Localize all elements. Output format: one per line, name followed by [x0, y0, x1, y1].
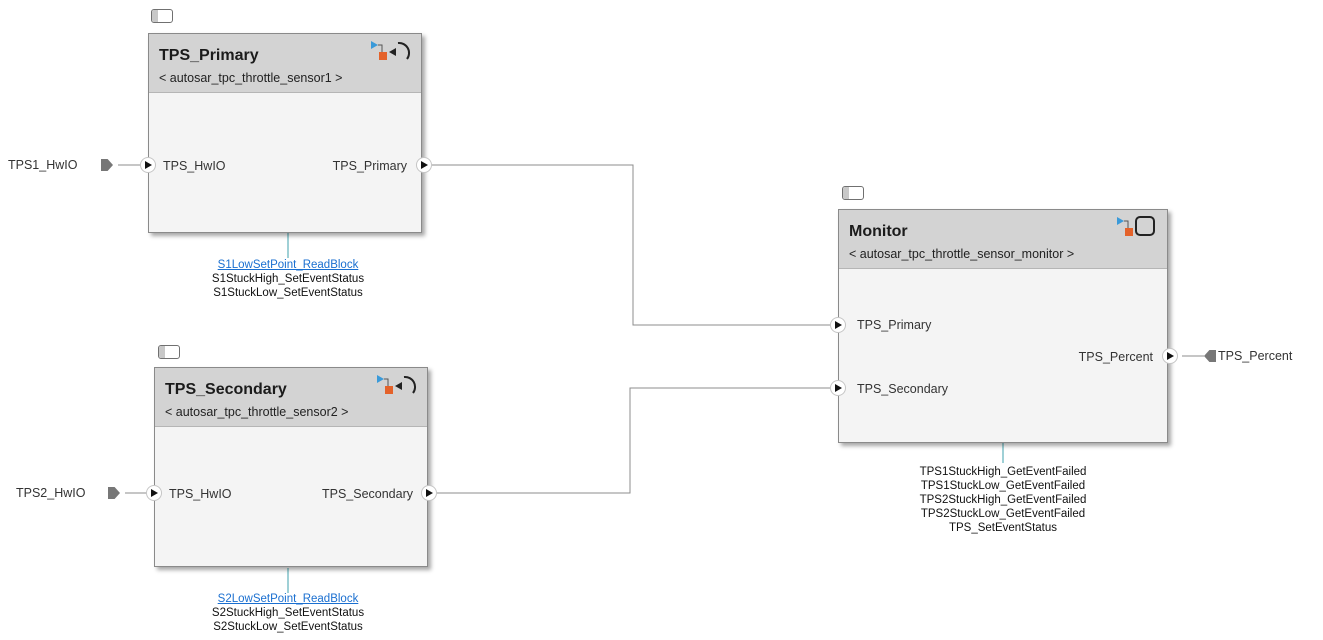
outport-tps-secondary[interactable] — [421, 485, 437, 501]
inport-label: TPS_HwIO — [169, 487, 232, 501]
operation-item: S2StuckHigh_SetEventStatus — [211, 607, 365, 619]
block-header: TPS_Secondary < autosar_tpc_throttle_sen… — [155, 368, 427, 427]
block-reference: < autosar_tpc_throttle_sensor1 > — [159, 71, 343, 85]
outport-label: TPS_Secondary — [321, 487, 413, 501]
component-icons — [377, 375, 416, 394]
operation-item: TPS2StuckLow_GetEventFailed — [920, 508, 1086, 520]
operation-link[interactable]: S2LowSetPoint_ReadBlock — [217, 593, 359, 605]
inport-label: TPS_Primary — [857, 318, 932, 332]
inport-tps-primary[interactable] — [830, 317, 846, 333]
inport-tps-hwio-2[interactable] — [146, 485, 162, 501]
periodic-rate-icon — [395, 375, 416, 394]
component-icons — [1117, 216, 1155, 236]
component-icons — [371, 41, 410, 60]
external-input-label: TPS1_HwIO — [8, 158, 78, 172]
operation-item: TPS_SetEventStatus — [948, 522, 1058, 534]
block-reference: < autosar_tpc_throttle_sensor_monitor > — [849, 247, 1075, 261]
operation-item: TPS1StuckLow_GetEventFailed — [920, 480, 1086, 492]
operation-item: S1StuckHigh_SetEventStatus — [211, 273, 365, 285]
outport-label: TPS_Percent — [1078, 350, 1153, 364]
operations-list-primary: S1LowSetPoint_ReadBlock S1StuckHigh_SetE… — [178, 258, 398, 300]
output-plug-icon[interactable] — [1204, 350, 1216, 362]
operation-item: TPS1StuckHigh_GetEventFailed — [919, 466, 1087, 478]
input-plug-icon[interactable] — [108, 487, 120, 499]
external-input-label: TPS2_HwIO — [16, 486, 86, 500]
block-header: Monitor < autosar_tpc_throttle_sensor_mo… — [839, 210, 1167, 269]
wire-tps-primary — [432, 164, 830, 326]
block-monitor[interactable]: Monitor < autosar_tpc_throttle_sensor_mo… — [838, 209, 1168, 443]
external-output-label: TPS_Percent — [1218, 349, 1293, 363]
outport-tps-percent[interactable] — [1162, 348, 1178, 364]
block-title: TPS_Secondary — [165, 381, 287, 398]
block-header: TPS_Primary < autosar_tpc_throttle_senso… — [149, 34, 421, 93]
operation-item: S2StuckLow_SetEventStatus — [213, 621, 363, 633]
inport-label: TPS_Secondary — [857, 382, 949, 396]
variant-badge-icon[interactable] — [151, 9, 173, 23]
wire-tps-secondary — [437, 387, 830, 494]
variant-badge-icon[interactable] — [842, 186, 864, 200]
schedule-icon — [377, 375, 393, 394]
block-title: Monitor — [849, 223, 908, 240]
variant-badge-icon[interactable] — [158, 345, 180, 359]
block-title: TPS_Primary — [159, 47, 259, 64]
operation-item: S1StuckLow_SetEventStatus — [213, 287, 363, 299]
outport-label: TPS_Primary — [332, 159, 407, 173]
inport-tps-hwio-1[interactable] — [140, 157, 156, 173]
schedule-icon — [1117, 217, 1133, 236]
periodic-rate-icon — [389, 41, 410, 60]
operations-list-secondary: S2LowSetPoint_ReadBlock S2StuckHigh_SetE… — [178, 592, 398, 634]
operations-list-monitor: TPS1StuckHigh_GetEventFailed TPS1StuckLo… — [878, 465, 1128, 535]
block-tps-primary[interactable]: TPS_Primary < autosar_tpc_throttle_senso… — [148, 33, 422, 233]
operation-item: TPS2StuckHigh_GetEventFailed — [919, 494, 1087, 506]
input-plug-icon[interactable] — [101, 159, 113, 171]
inport-tps-secondary[interactable] — [830, 380, 846, 396]
operation-link[interactable]: S1LowSetPoint_ReadBlock — [217, 259, 359, 271]
outport-tps-primary[interactable] — [416, 157, 432, 173]
block-reference: < autosar_tpc_throttle_sensor2 > — [165, 405, 349, 419]
inport-label: TPS_HwIO — [163, 159, 226, 173]
frame-icon — [1135, 216, 1155, 236]
block-tps-secondary[interactable]: TPS_Secondary < autosar_tpc_throttle_sen… — [154, 367, 428, 567]
schedule-icon — [371, 41, 387, 60]
